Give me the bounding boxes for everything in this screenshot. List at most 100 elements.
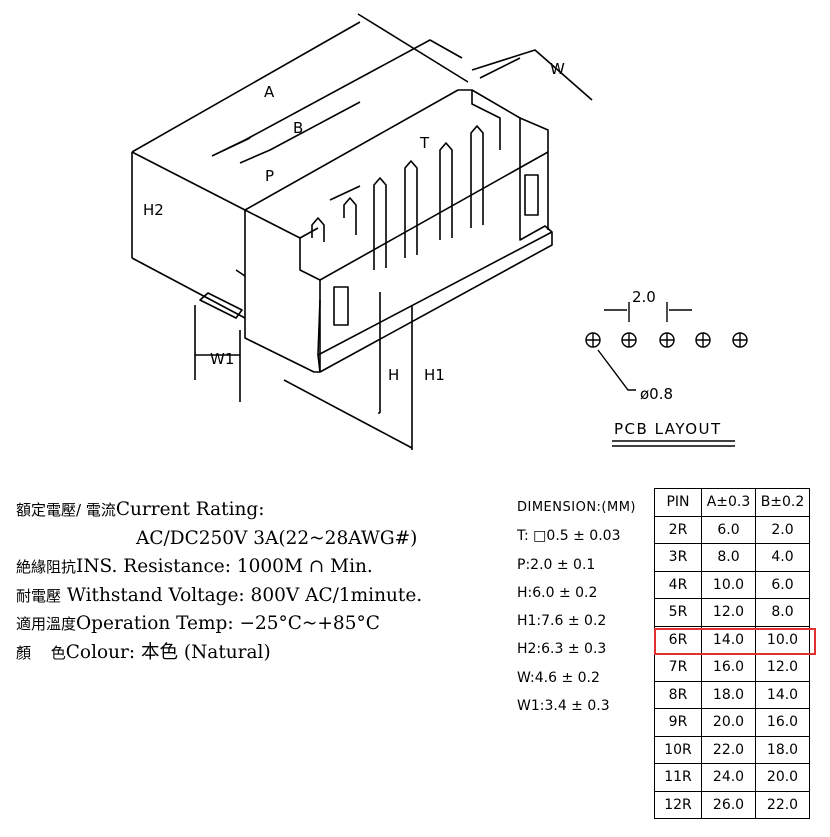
dimension-list: DIMENSION:(MM) T: □0.5 ± 0.03 P:2.0 ± 0.…: [517, 494, 647, 720]
temp-line: 適用溫度Operation Temp: −25°C~+85°C: [16, 610, 516, 639]
pcb-pitch-label: 2.0: [632, 288, 656, 306]
cell-pin: 4R: [654, 570, 702, 599]
cell-a: 10.0: [701, 570, 756, 599]
temp-en: Operation Temp: −25°C~+85°C: [76, 613, 380, 634]
cell-pin: 9R: [654, 708, 702, 737]
cell-b: 18.0: [755, 735, 810, 764]
dimension-item: H2:6.3 ± 0.3: [517, 641, 607, 658]
colour-zh: 顏 色: [16, 643, 66, 662]
dim-label-H1: H1: [424, 366, 445, 384]
cell-a: 16.0: [701, 653, 756, 682]
cell-pin: 11R: [654, 763, 702, 792]
pcb-hole: [732, 332, 748, 348]
dimension-item: W1:3.4 ± 0.3: [517, 698, 610, 715]
cell-pin: 6R: [654, 625, 702, 654]
pin-table-header: PIN A±0.3 B±0.2: [654, 488, 810, 517]
dimension-item: H1:7.6 ± 0.2: [517, 613, 607, 630]
cell-b: 14.0: [755, 680, 810, 709]
cell-pin: 8R: [654, 680, 702, 709]
pin-3: [373, 177, 387, 270]
ins-en: INS. Resistance: 1000M ∩ Min.: [76, 556, 373, 577]
dim-label-W1: W1: [210, 350, 234, 368]
cell-a: 24.0: [701, 763, 756, 792]
pin-6: [470, 125, 484, 228]
cell-b: 8.0: [755, 598, 810, 627]
temp-zh: 適用溫度: [16, 615, 77, 633]
cell-b: 6.0: [755, 570, 810, 599]
specifications: 額定電壓/ 電流Current Rating: AC/DC250V 3A(22~…: [16, 496, 516, 667]
dim-label-B: B: [293, 119, 303, 137]
withstand-en: Withstand Voltage: 800V AC/1minute.: [66, 584, 423, 606]
pin-5: [439, 142, 453, 240]
cell-pin: 3R: [654, 543, 702, 572]
rating-value: AC/DC250V 3A(22~28AWG#): [136, 527, 418, 549]
cell-pin: 5R: [654, 598, 702, 627]
cell-pin: 10R: [654, 735, 702, 764]
cell-a: 20.0: [701, 708, 756, 737]
withstand-zh: 耐電壓: [16, 586, 62, 605]
cell-b: 4.0: [755, 543, 810, 572]
dim-label-W: W: [550, 60, 565, 78]
connector-drawing: A B P T W H2 W1 H H1 2.0 ø0.8 PCB LAYOUT: [131, 13, 748, 450]
colour-en: Colour: 本色 (Natural): [65, 641, 271, 663]
dimension-item: T: □0.5 ± 0.03: [517, 528, 621, 545]
dimension-header: DIMENSION:(MM): [517, 500, 636, 515]
pcb-hole: [695, 332, 711, 348]
dim-label-P: P: [265, 167, 274, 185]
pcb-hole: [659, 332, 675, 348]
dimension-item: W:4.6 ± 0.2: [517, 669, 600, 686]
withstand-line: 耐電壓 Withstand Voltage: 800V AC/1minute.: [16, 582, 516, 611]
cell-b: 16.0: [755, 708, 810, 737]
cell-a: 26.0: [701, 790, 756, 819]
dim-label-A: A: [264, 83, 275, 101]
pcb-hole: [585, 332, 601, 348]
housing-outline: [244, 89, 553, 373]
dim-label-H: H: [388, 366, 399, 384]
pcb-title: PCB LAYOUT: [614, 420, 722, 438]
cell-b: 2.0: [755, 515, 810, 544]
cell-a: 14.0: [701, 625, 756, 654]
cell-a: 18.0: [701, 680, 756, 709]
cell-pin: 12R: [654, 790, 702, 819]
cell-a: 6.0: [701, 515, 756, 544]
dim-label-T: T: [419, 134, 430, 152]
cell-b: 12.0: [755, 653, 810, 682]
dim-label-H2: H2: [143, 201, 164, 219]
cell-b: 20.0: [755, 763, 810, 792]
cell-a: 8.0: [701, 543, 756, 572]
cell-pin: 2R: [654, 515, 702, 544]
pin-1: [311, 217, 325, 242]
pcb-layout: [585, 302, 748, 447]
dimension-item: P:2.0 ± 0.1: [517, 556, 596, 573]
pin-2: [343, 197, 357, 235]
cell-a: 12.0: [701, 598, 756, 627]
pcb-hole: [621, 332, 637, 348]
cell-a: 22.0: [701, 735, 756, 764]
cell-b: 10.0: [755, 625, 810, 654]
rating-zh: 額定電壓/ 電流: [16, 501, 116, 519]
colour-line: 顏 色Colour: 本色 (Natural): [16, 639, 516, 668]
ins-zh: 絶緣阻抗: [16, 558, 77, 576]
header-a: A±0.3: [701, 488, 756, 517]
header-b: B±0.2: [755, 488, 810, 517]
header-pin: PIN: [654, 488, 702, 517]
cell-b: 22.0: [755, 790, 810, 819]
dimension-item: H:6.0 ± 0.2: [517, 584, 598, 601]
ins-line: 絶緣阻抗INS. Resistance: 1000M ∩ Min.: [16, 553, 516, 582]
pin-4: [404, 160, 418, 258]
pcb-hole-label: ø0.8: [640, 385, 673, 403]
cell-pin: 7R: [654, 653, 702, 682]
rating-line: 額定電壓/ 電流Current Rating:: [16, 496, 516, 525]
